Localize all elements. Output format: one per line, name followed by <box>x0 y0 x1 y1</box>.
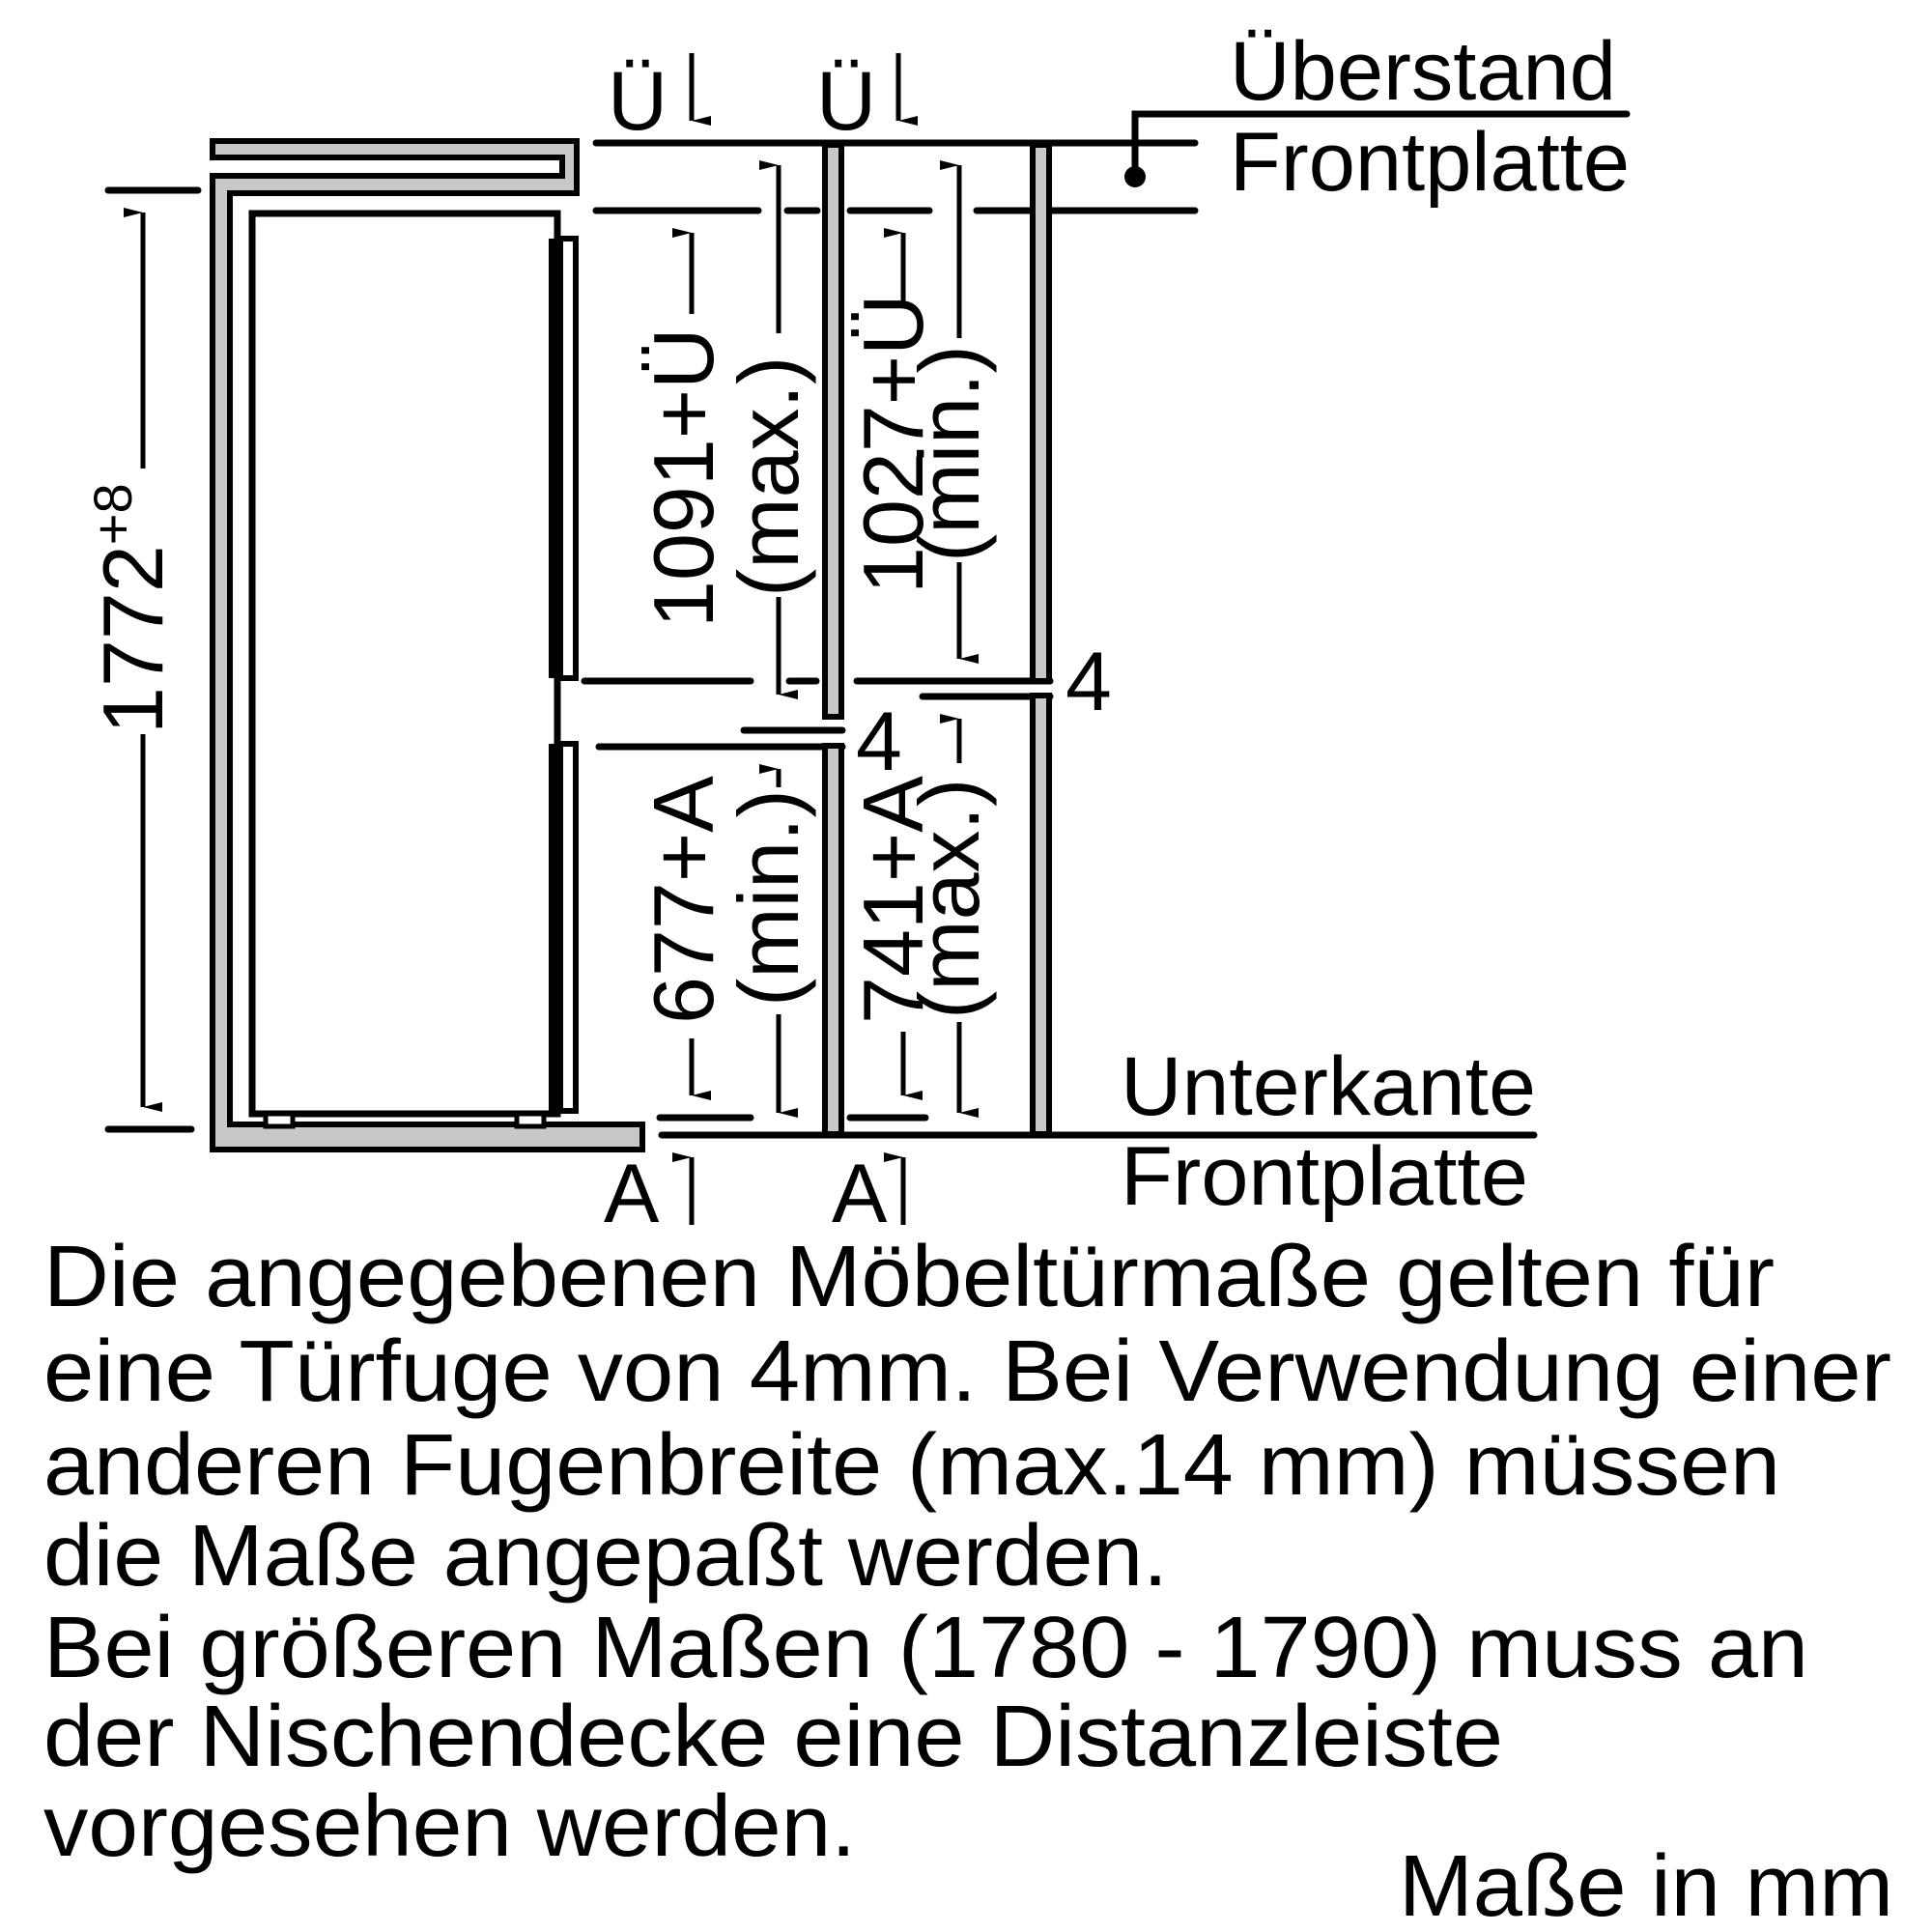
notes-paragraph: Die angegebenen Möbeltürmaße gelten für … <box>43 1229 1891 1875</box>
overhang-label-1: Ü <box>608 55 668 148</box>
note-line-6: der Nischendecke eine Distanzleiste <box>43 1689 1503 1785</box>
door-gap-label-1: 4 <box>856 696 902 788</box>
note-line-7: vorgesehen werden. <box>43 1778 856 1875</box>
overhang-markers: Ü Ü <box>608 53 918 148</box>
lower-max-value: 741+A <box>845 776 941 1024</box>
legend-overhang: Überstand Frontplatte <box>1124 25 1631 209</box>
lower-min-qualifier: (min.) <box>721 789 816 1007</box>
upper-max-value: 1091+Ü <box>636 327 731 628</box>
overall-height-dimension: 1772+8 <box>82 186 202 1133</box>
note-line-3: anderen Fugenbreite (max.14 mm) müssen <box>43 1417 1780 1514</box>
overall-height-label: 1772+8 <box>82 483 181 734</box>
upper-door-panel-b <box>1030 142 1052 684</box>
overhang-label-2: Ü <box>816 55 876 148</box>
units-note: Maße in mm <box>1399 1838 1893 1932</box>
appliance-body <box>248 210 579 1129</box>
lower-min-value: 677+A <box>636 776 731 1024</box>
lower-max-qualifier: (max.) <box>901 779 997 1019</box>
door-gap-label-2: 4 <box>1065 636 1112 728</box>
legend-bottom-line1: Unterkante <box>1121 1040 1536 1133</box>
legend-bottom-edge: Unterkante Frontplatte <box>1121 1040 1536 1223</box>
legend-overhang-line2: Frontplatte <box>1230 116 1630 209</box>
upper-max-qualifier: (max.) <box>721 356 816 597</box>
offset-label-1: A <box>604 1148 660 1240</box>
note-line-4: die Maße angepaßt werden. <box>43 1508 1168 1605</box>
legend-bottom-line2: Frontplatte <box>1121 1130 1528 1223</box>
niche-frame <box>210 138 645 1152</box>
legend-overhang-line1: Überstand <box>1230 25 1616 118</box>
upper-min-value: 1027+Ü <box>845 294 941 594</box>
upper-door-panel-a <box>822 142 844 720</box>
lower-door-panel-b <box>1030 693 1052 1137</box>
upper-door-dimensions: 1091+Ü (max.) 1027+Ü (min.) <box>636 160 997 699</box>
offset-label-2: A <box>832 1148 888 1240</box>
reference-lines <box>581 139 1538 1139</box>
note-line-5: Bei größeren Maßen (1780 - 1790) muss an <box>43 1600 1808 1696</box>
upper-min-qualifier: (min.) <box>901 345 997 562</box>
lower-door-panel-a <box>822 743 844 1137</box>
note-line-1: Die angegebenen Möbeltürmaße gelten für <box>43 1229 1775 1325</box>
note-line-2: eine Türfuge von 4mm. Bei Verwendung ein… <box>43 1323 1891 1420</box>
bottom-offset-markers: A A <box>604 1148 906 1240</box>
lower-door-dimensions: 677+A (min.) 741+A (max.) <box>636 714 997 1118</box>
